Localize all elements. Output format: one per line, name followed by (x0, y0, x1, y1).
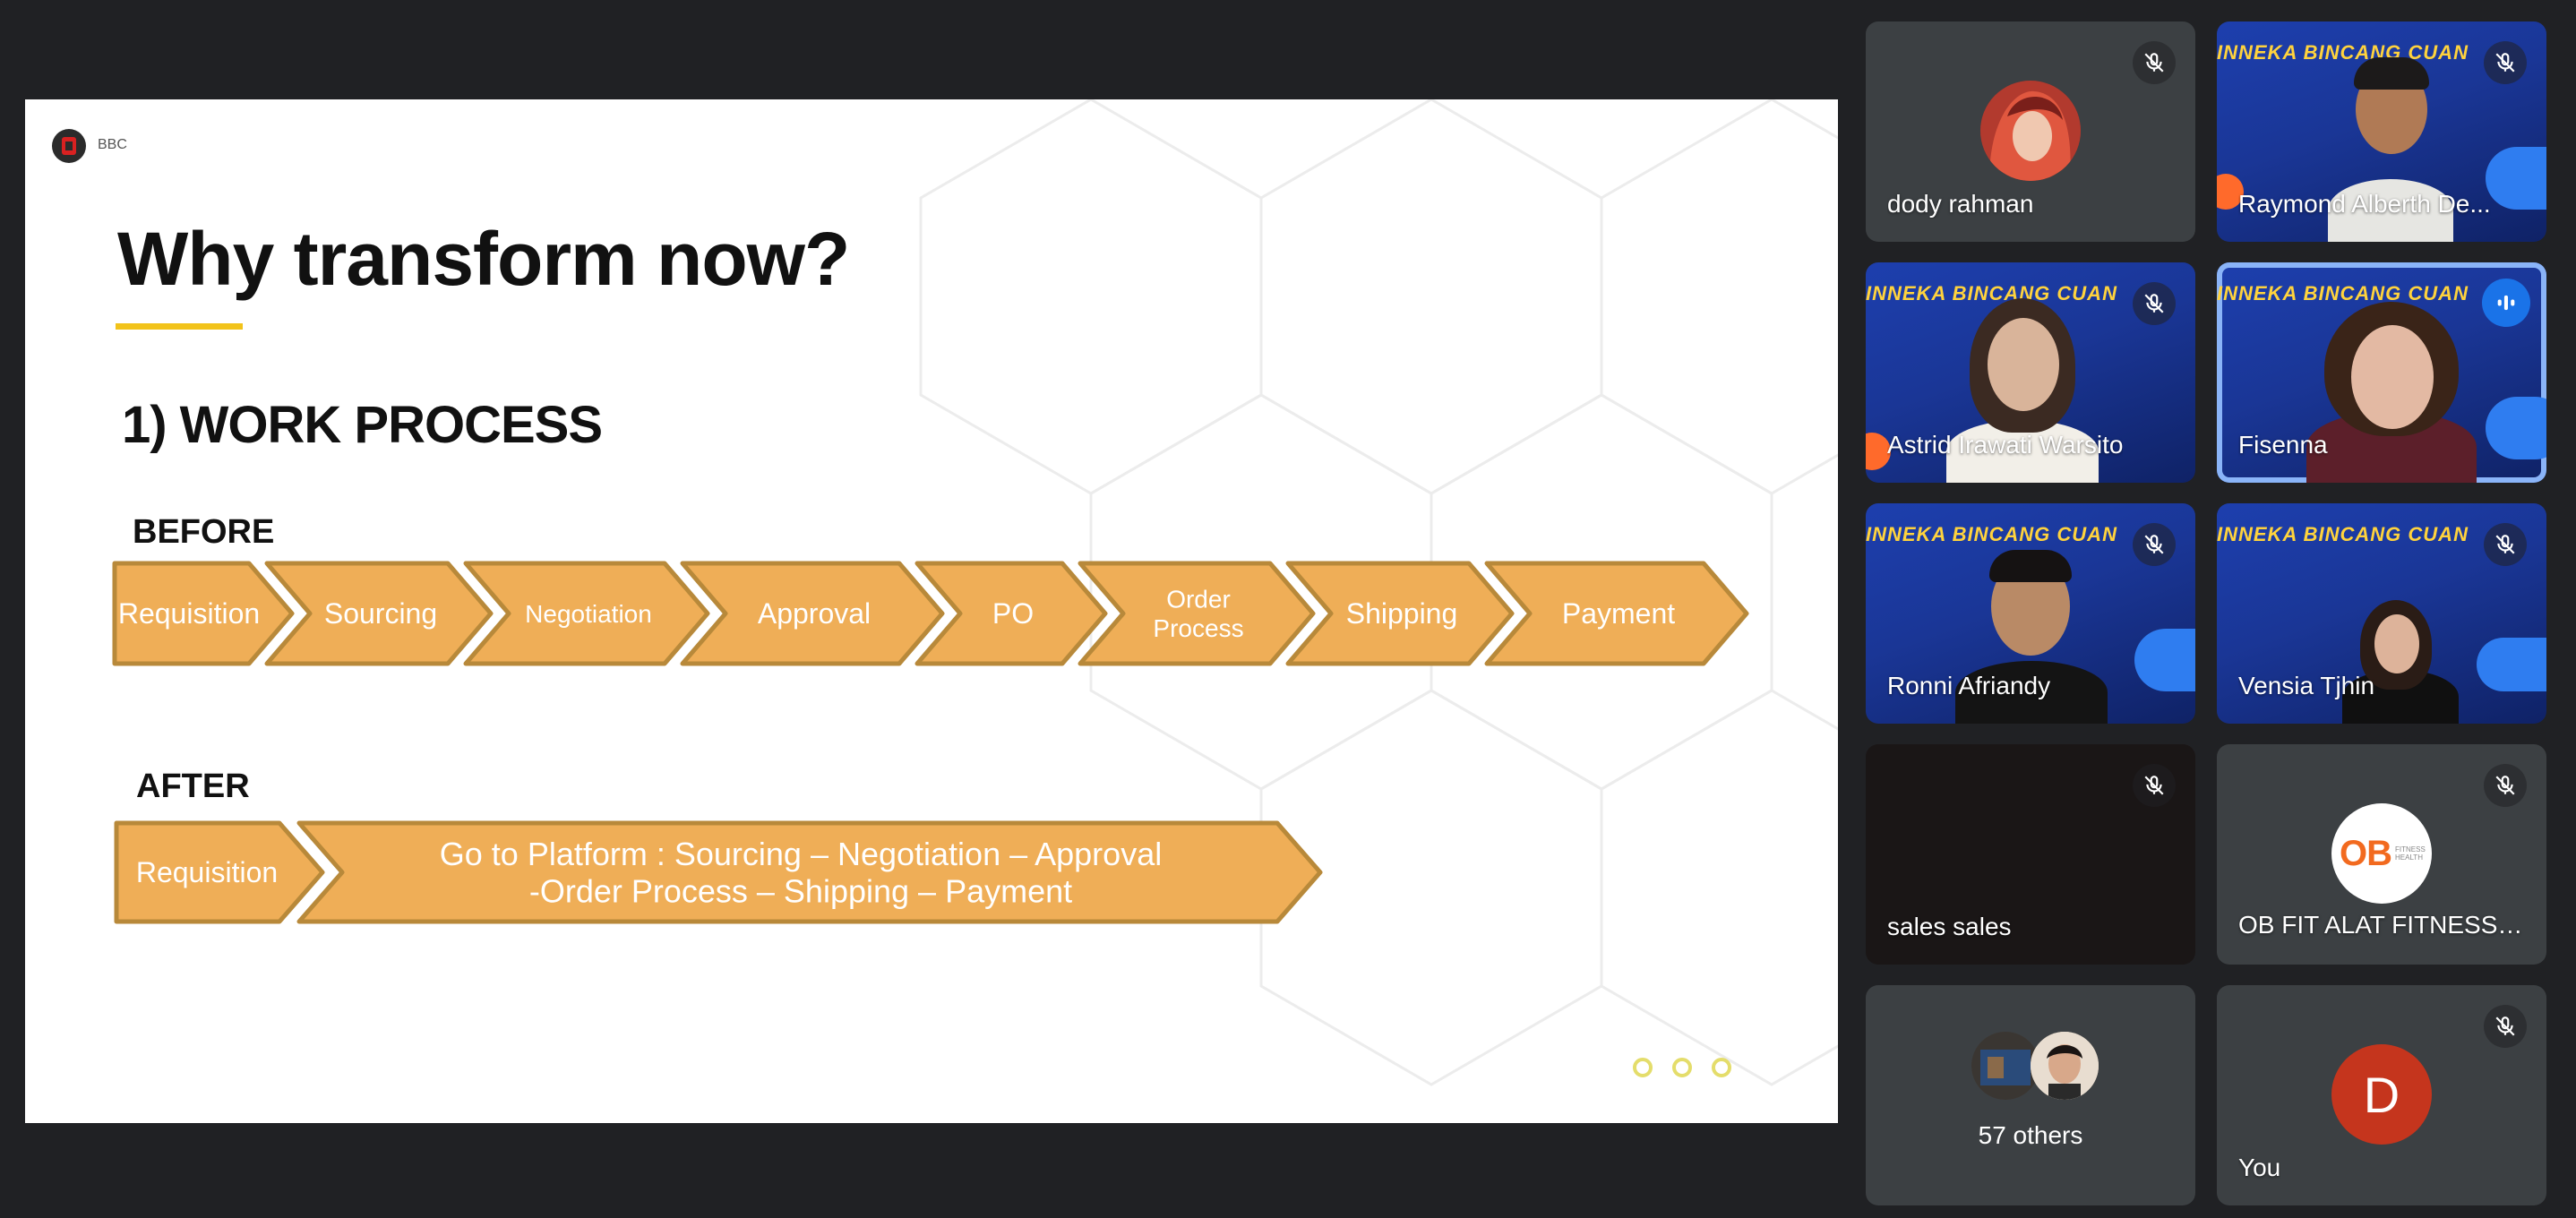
banner-shape (2486, 397, 2546, 459)
banner-shape (2134, 629, 2195, 691)
person-head (1988, 318, 2059, 411)
person-head (2351, 325, 2434, 429)
muted-mic-button[interactable] (2484, 764, 2527, 807)
page-dot (1672, 1058, 1692, 1077)
before-step-arrow (112, 561, 295, 666)
banner-shape (2486, 147, 2546, 210)
participant-tile-fisenna[interactable]: INNEKA BINCANG CUAN Fisenna (2217, 262, 2546, 483)
before-step-label: PO (992, 597, 1034, 630)
page-dot (1633, 1058, 1653, 1077)
ob-logo-text: OB (2340, 833, 2392, 873)
muted-mic-button[interactable] (2484, 41, 2527, 84)
muted-mic-button[interactable] (2484, 523, 2527, 566)
muted-mic-button[interactable] (2133, 41, 2176, 84)
before-step-arrow (1285, 561, 1515, 666)
before-step-label: Payment (1562, 597, 1675, 630)
muted-mic-button[interactable] (2133, 282, 2176, 325)
before-step-label: Shipping (1346, 597, 1458, 630)
participant-name: OB FIT ALAT FITNESS ... (2238, 911, 2525, 939)
participant-tile-raymond[interactable]: INNEKA BINCANG CUAN Raymond Alberth De..… (2217, 21, 2546, 242)
mic-off-icon (2495, 53, 2515, 73)
avatar: D (2331, 1044, 2432, 1145)
after-step-label: Go to Platform : Sourcing – Negotiation … (440, 836, 1162, 909)
section-heading: 1) WORK PROCESS (122, 396, 603, 454)
muted-mic-button[interactable] (2133, 523, 2176, 566)
participant-tile-ronni[interactable]: INNEKA BINCANG CUAN Ronni Afriandy (1866, 503, 2195, 724)
before-step-arrow (463, 561, 710, 666)
video-banner-title: INNEKA BINCANG CUAN (1866, 523, 2117, 545)
audio-level-icon (2497, 295, 2515, 311)
person-hair (2354, 57, 2429, 90)
after-step-arrow (296, 820, 1323, 924)
mic-off-icon (2144, 294, 2164, 313)
participant-tile-others[interactable]: 57 others (1866, 985, 2195, 1205)
slide-page-dots (1633, 1058, 1731, 1077)
participant-name: dody rahman (1887, 190, 2034, 218)
ob-fit-logo: OB FITNESS HEALTH (2331, 803, 2432, 904)
participant-name: Vensia Tjhin (2238, 672, 2375, 699)
before-step-label: Requisition (118, 597, 260, 630)
person-hair (1989, 550, 2072, 582)
page-dot (1712, 1058, 1731, 1077)
participant-name: Fisenna (2238, 431, 2328, 459)
bbc-logo-icon (52, 129, 86, 163)
participant-tile-ob-fit[interactable]: OB FITNESS HEALTH OB FIT ALAT FITNESS ..… (2217, 744, 2546, 965)
before-step-arrow (914, 561, 1108, 666)
participant-name: Astrid Irawati Warsito (1887, 431, 2124, 459)
person-silhouette (1955, 661, 2108, 724)
participant-name: Raymond Alberth De... (2238, 190, 2491, 218)
avatar (1980, 81, 2081, 181)
title-underline (116, 323, 243, 330)
muted-mic-button[interactable] (2484, 1005, 2527, 1048)
before-step-label: Approval (758, 597, 871, 630)
before-step-label: Sourcing (324, 597, 437, 630)
video-banner-title: INNEKA BINCANG CUAN (1866, 282, 2117, 304)
others-count: 57 others (1978, 1121, 2083, 1149)
participant-name: You (2238, 1154, 2281, 1181)
shared-slide: BBC Why transform now? 1) WORK PROCESS B… (25, 99, 1838, 1123)
speaking-indicator (2482, 279, 2530, 327)
participant-tile-you[interactable]: D You (2217, 985, 2546, 1205)
video-banner-title: INNEKA BINCANG CUAN (2217, 41, 2469, 64)
after-step-arrow (114, 820, 325, 924)
participant-tile-sales-sales[interactable]: sales sales (1866, 744, 2195, 965)
others-avatar-2 (2031, 1032, 2099, 1100)
ob-logo-sub: FITNESS HEALTH (2395, 845, 2426, 862)
mic-off-icon (2495, 776, 2515, 795)
before-step-arrow (680, 561, 945, 666)
mic-off-icon (2495, 1016, 2515, 1036)
before-step-arrow (1484, 561, 1749, 666)
slide-hex-background (919, 99, 1838, 1086)
participant-name: Ronni Afriandy (1887, 672, 2051, 699)
person-silhouette (2328, 179, 2453, 242)
mic-off-icon (2144, 53, 2164, 73)
slide-title: Why transform now? (117, 217, 850, 301)
muted-mic-button[interactable] (2133, 764, 2176, 807)
banner-shape (2477, 638, 2546, 691)
after-step-label: Requisition (136, 856, 278, 888)
process-flow-diagram: Requisition Sourcing Negotiation Approval PO… (112, 561, 1749, 924)
before-label: BEFORE (133, 513, 275, 551)
before-step-label: Negotiation (525, 600, 652, 628)
others-avatar-1 (1971, 1032, 2039, 1100)
after-label: AFTER (136, 768, 250, 805)
mic-off-icon (2144, 535, 2164, 554)
before-step-arrow (264, 561, 494, 666)
participant-name: sales sales (1887, 913, 2012, 940)
participant-tile-astrid[interactable]: INNEKA BINCANG CUAN Astrid Irawati Warsi… (1866, 262, 2195, 483)
before-step-arrow (1078, 561, 1316, 666)
participant-tile-vensia[interactable]: INNEKA BINCANG CUAN Vensia Tjhin (2217, 503, 2546, 724)
person-head (2374, 614, 2419, 673)
participant-tile-dody-rahman[interactable]: dody rahman (1866, 21, 2195, 242)
video-banner-title: INNEKA BINCANG CUAN (2217, 523, 2469, 545)
slide-logo-text: BBC (98, 137, 127, 152)
mic-off-icon (2495, 535, 2515, 554)
mic-off-icon (2144, 776, 2164, 795)
avatar-initial: D (2363, 1066, 2400, 1123)
video-banner-title: INNEKA BINCANG CUAN (2217, 282, 2469, 304)
